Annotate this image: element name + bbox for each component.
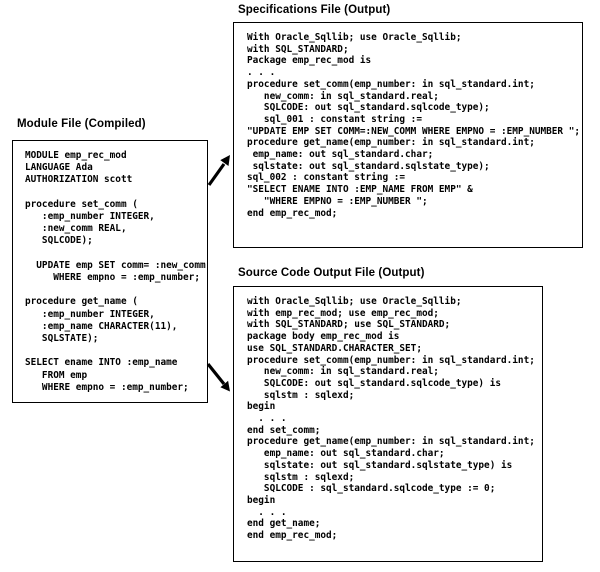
module-to-spec-arrow-icon [207,155,230,186]
spec-file-code: With Oracle_Sqllib; use Oracle_Sqllib; w… [247,32,581,219]
source-file-title: Source Code Output File (Output) [238,267,425,279]
module-to-source-arrow-icon [206,363,230,392]
module-file-box: MODULE emp_rec_mod LANGUAGE Ada AUTHORIZ… [12,140,208,403]
source-file-code: with Oracle_Sqllib; use Oracle_Sqllib; w… [247,296,535,542]
spec-file-box: With Oracle_Sqllib; use Oracle_Sqllib; w… [233,22,583,248]
module-file-code: MODULE emp_rec_mod LANGUAGE Ada AUTHORIZ… [25,150,206,393]
source-file-box: with Oracle_Sqllib; use Oracle_Sqllib; w… [233,286,543,562]
spec-file-title: Specifications File (Output) [238,4,391,16]
module-file-title: Module File (Compiled) [17,118,146,130]
